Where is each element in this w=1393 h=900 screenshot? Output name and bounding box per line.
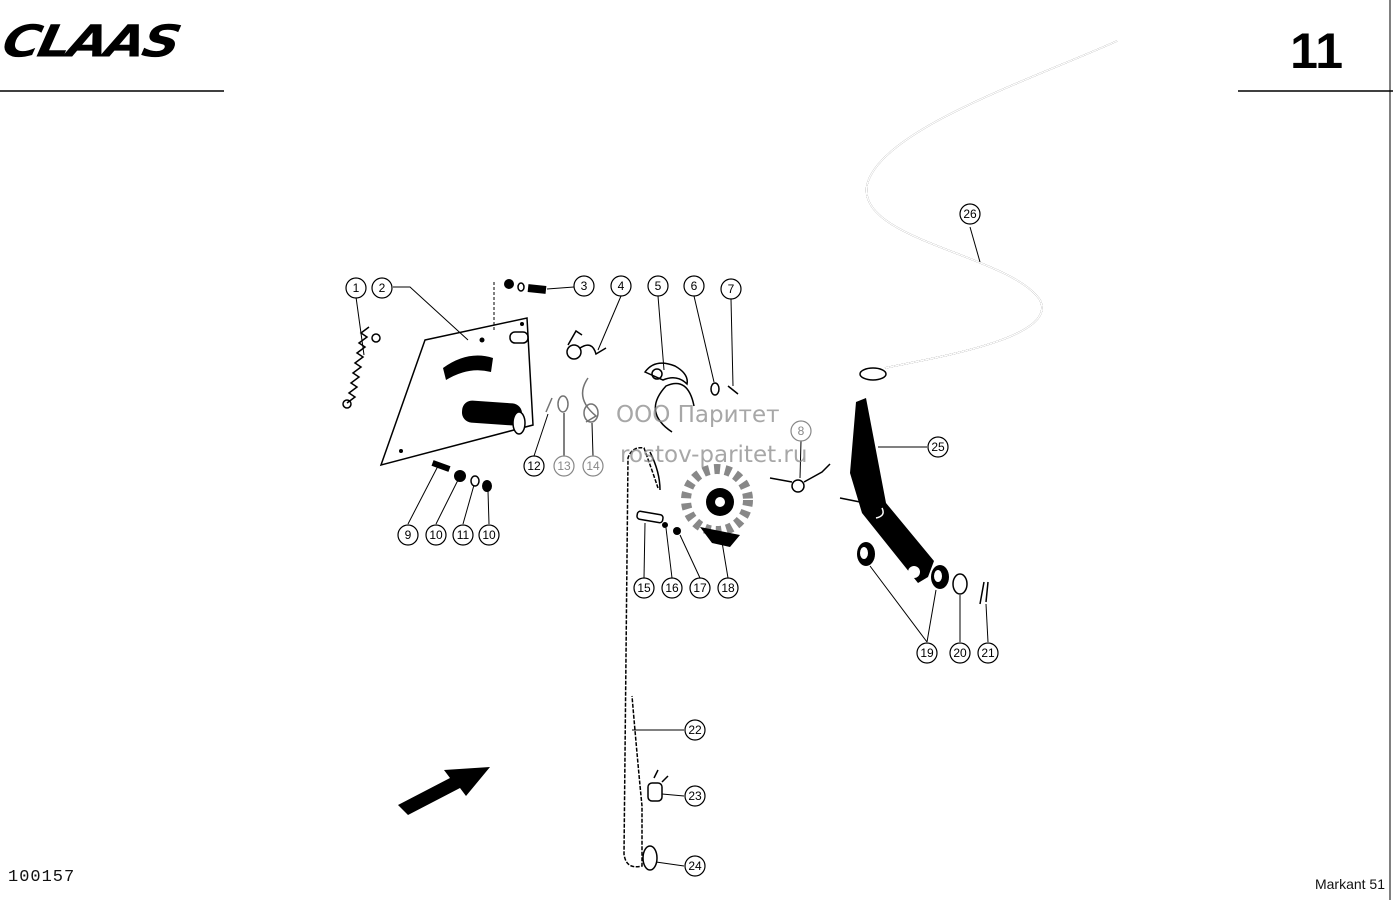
svg-text:23: 23 — [688, 789, 702, 803]
part-hardware-lower-left — [431, 460, 492, 492]
svg-text:15: 15 — [637, 581, 651, 595]
callout-17: 17 — [689, 577, 711, 599]
callout-25: 25 — [927, 436, 949, 458]
callout-10a: 10 — [425, 524, 447, 546]
svg-text:8: 8 — [798, 424, 805, 438]
callout-8: 8 — [790, 420, 812, 442]
callout-19: 19 — [916, 642, 938, 664]
callout-23: 23 — [684, 785, 706, 807]
part-split-pin-7 — [727, 385, 739, 395]
watermark-url: rostov-paritet.ru — [620, 442, 808, 468]
callout-26: 26 — [959, 203, 981, 225]
part-bushings — [857, 542, 949, 589]
svg-text:25: 25 — [931, 440, 945, 454]
svg-text:26: 26 — [963, 207, 977, 221]
callout-20: 20 — [949, 642, 971, 664]
callout-9: 9 — [397, 524, 419, 546]
svg-text:6: 6 — [691, 279, 698, 293]
callout-4: 4 — [610, 275, 632, 297]
callout-15: 15 — [633, 577, 655, 599]
part-sprocket — [681, 464, 753, 547]
callout-1: 1 — [345, 277, 367, 299]
part-spring — [342, 326, 381, 409]
callout-12: 12 — [523, 455, 545, 477]
callout-16: 16 — [661, 577, 683, 599]
part-torsion-spring — [566, 329, 607, 360]
callout-2: 2 — [371, 277, 393, 299]
page-number: 11 — [1290, 23, 1343, 79]
part-washer-6 — [710, 382, 720, 396]
callout-21: 21 — [977, 642, 999, 664]
watermark-company: ООО Паритет — [616, 402, 780, 428]
svg-text:20: 20 — [953, 646, 967, 660]
part-lever — [839, 398, 934, 583]
part-chain — [623, 446, 661, 868]
svg-text:17: 17 — [693, 581, 707, 595]
svg-text:21: 21 — [981, 646, 995, 660]
part-washer-20 — [952, 573, 968, 595]
part-plate — [379, 317, 534, 467]
callout-18: 18 — [717, 577, 739, 599]
callout-10b: 10 — [478, 524, 500, 546]
callout-5: 5 — [647, 275, 669, 297]
callout-24: 24 — [684, 855, 706, 877]
svg-text:3: 3 — [581, 279, 588, 293]
svg-text:10: 10 — [429, 528, 443, 542]
svg-text:9: 9 — [405, 528, 412, 542]
svg-text:22: 22 — [688, 723, 702, 737]
svg-text:24: 24 — [688, 859, 702, 873]
part-pawl — [643, 362, 695, 433]
callout-14: 14 — [582, 455, 604, 477]
svg-text:10: 10 — [482, 528, 496, 542]
svg-text:2: 2 — [379, 281, 386, 295]
callout-7: 7 — [720, 278, 742, 300]
svg-text:13: 13 — [557, 459, 571, 473]
svg-text:19: 19 — [920, 646, 934, 660]
part-split-pin-21 — [979, 581, 989, 605]
part-chain-link — [642, 845, 658, 871]
svg-text:7: 7 — [728, 282, 735, 296]
callout-13: 13 — [553, 455, 575, 477]
svg-text:16: 16 — [665, 581, 679, 595]
part-cable — [859, 40, 1118, 381]
part-bolt-top — [493, 279, 547, 330]
svg-text:4: 4 — [618, 279, 625, 293]
part-hardware-faded — [545, 377, 599, 423]
part-chain-connector — [647, 769, 669, 802]
svg-text:14: 14 — [586, 459, 600, 473]
callout-11: 11 — [452, 524, 474, 546]
part-spring-8 — [769, 463, 831, 493]
model-name: Markant 51 — [1314, 876, 1385, 892]
direction-arrow — [398, 767, 490, 815]
part-key-and-fasteners — [636, 510, 681, 535]
svg-text:11: 11 — [457, 528, 470, 542]
document-number: 100157 — [8, 868, 76, 887]
callout-6: 6 — [683, 275, 705, 297]
callout-22: 22 — [684, 719, 706, 741]
leader-lines — [355, 226, 989, 867]
svg-text:5: 5 — [655, 279, 662, 293]
callout-3: 3 — [573, 275, 595, 297]
svg-text:1: 1 — [353, 281, 360, 295]
svg-text:18: 18 — [721, 581, 735, 595]
svg-text:12: 12 — [527, 459, 541, 473]
